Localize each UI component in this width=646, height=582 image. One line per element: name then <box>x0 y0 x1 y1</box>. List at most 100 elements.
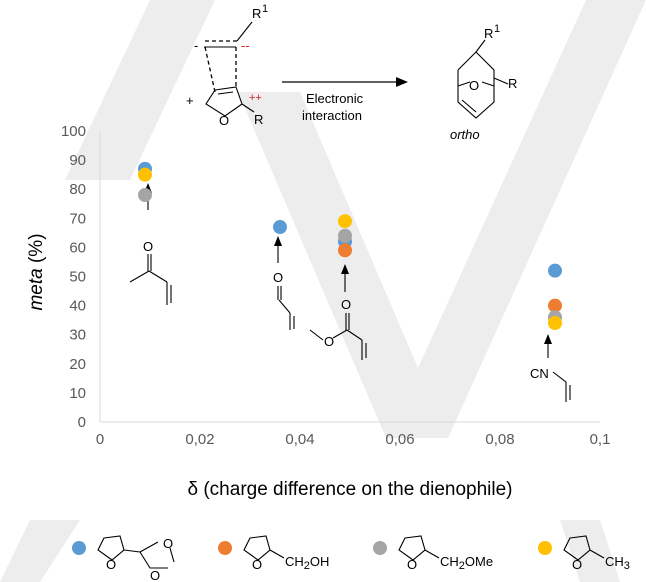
legend-ch2oh-bond <box>269 549 285 559</box>
scheme-product-r1-bond <box>475 39 486 53</box>
data-point <box>338 243 352 258</box>
mvk-methyl-bond <box>129 270 150 283</box>
y-tick-label: 80 <box>69 181 86 198</box>
scheme-product-r: R <box>508 76 517 91</box>
legend-dioxolane-o-2: O <box>150 568 160 582</box>
scheme-minus-red: -- <box>241 38 250 53</box>
scheme-furan-inner-bond <box>217 91 234 95</box>
data-point <box>548 316 562 331</box>
scheme-plus-red: ++ <box>249 92 262 104</box>
legend-furan-ring-3 <box>398 535 426 561</box>
legend-marker-blue <box>72 541 86 555</box>
y-tick-label: 50 <box>69 269 86 286</box>
data-point <box>138 167 152 182</box>
mvk-o: O <box>143 239 153 254</box>
legend-ch2ome-ch: CH <box>440 554 459 569</box>
y-tick-label: 40 <box>69 298 86 315</box>
legend-ch3-ch: CH <box>605 554 624 569</box>
acrylonitrile-arrow-head <box>544 334 552 344</box>
scheme-r1-sup: 1 <box>262 3 268 15</box>
scheme-arrow-head <box>396 77 408 87</box>
acrylate-c-c-bond <box>346 329 363 341</box>
legend-ch2ome-bond <box>424 549 440 559</box>
legend-ch2oh-oh: OH <box>310 554 330 569</box>
y-tick-label: 90 <box>69 152 86 169</box>
legend-item-ch2ome: O CH2OMe <box>373 535 493 572</box>
acrylate-o-ester: O <box>324 334 334 349</box>
y-tick-label: 20 <box>69 356 86 373</box>
scheme-product-r1: R <box>484 26 493 41</box>
y-tick-label: 0 <box>78 414 86 431</box>
scheme-product-r-bond <box>493 77 509 85</box>
data-point <box>338 214 352 229</box>
legend-dioxolane-ring <box>139 551 168 569</box>
scheme-r: R <box>254 112 263 127</box>
legend-furan-o-3: O <box>407 557 417 572</box>
legend-dioxolane-bond <box>123 549 141 553</box>
dienophile-methyl-acrylate: O O <box>309 264 367 360</box>
y-axis-title: meta (%) <box>26 233 47 310</box>
x-tick-label: 0,06 <box>385 431 414 448</box>
watermark-stroke-5 <box>560 520 620 582</box>
reaction-scheme: R 1 - -- O R + ++ Electronic interaction <box>186 3 517 142</box>
legend-ch2ome-ome: OMe <box>465 554 493 569</box>
legend-dioxolane-ring-2 <box>139 541 159 553</box>
y-axis-title-rest: (%) <box>26 233 47 268</box>
scheme-product-r1-sup: 1 <box>494 23 500 35</box>
y-tick-label: 10 <box>69 385 86 402</box>
acrylate-o-carbonyl: O <box>341 297 351 312</box>
y-tick-label: 60 <box>69 239 86 256</box>
y-tick-label: 70 <box>69 210 86 227</box>
x-tick-label: 0,04 <box>285 431 314 448</box>
scheme-r-bond <box>241 103 255 113</box>
acrylate-ester-bond <box>332 329 348 339</box>
acrolein-o: O <box>273 270 283 285</box>
legend-furan-o-4: O <box>572 557 582 572</box>
legend-ch3-bond <box>589 549 605 559</box>
acrylate-methyl-bond <box>309 329 324 341</box>
legend-dioxolane-ring-3 <box>169 547 175 563</box>
data-point <box>548 263 562 278</box>
data-point <box>338 228 352 243</box>
legend-ch2ome-sub: 2 <box>459 560 465 572</box>
dienophile-acrylonitrile: CN <box>530 334 571 402</box>
legend-furan-ring-4 <box>563 535 591 561</box>
x-tick-label: 0,08 <box>485 431 514 448</box>
y-axis-title-italic: meta <box>26 268 47 310</box>
legend-furan-ring-2 <box>243 535 271 561</box>
legend: O O O O CH2OH O CH2OMe <box>72 535 630 582</box>
legend-marker-yellow <box>538 541 552 555</box>
scheme-product-o: O <box>469 78 479 93</box>
series-1 <box>338 243 562 313</box>
watermark-stroke-1 <box>65 0 215 180</box>
legend-ch2oh-ch: CH <box>285 554 304 569</box>
legend-furan-ring-1 <box>97 535 125 561</box>
legend-ch3-sub: 3 <box>624 560 630 572</box>
legend-dioxolane-o-1: O <box>163 536 173 551</box>
scheme-product-bridge-right <box>481 81 495 87</box>
data-points <box>138 161 562 331</box>
data-point <box>138 188 152 203</box>
acrolein-c-c-bond <box>278 299 291 314</box>
legend-furan-o-1: O <box>106 557 116 572</box>
data-point <box>548 298 562 313</box>
scheme-minus: - <box>194 38 198 53</box>
scheme-r1: R <box>252 6 261 21</box>
scheme-furan-o: O <box>219 113 229 128</box>
y-tick-label: 100 <box>61 123 86 140</box>
legend-ch2oh-sub: 2 <box>304 560 310 572</box>
acrylate-arrow-head <box>341 264 349 274</box>
scheme-r1-bond <box>236 21 253 42</box>
x-tick-label: 0,1 <box>590 431 611 448</box>
plot-axes <box>99 131 600 423</box>
legend-ch2ome-label: CH2OMe <box>440 554 493 572</box>
legend-ch2oh-label: CH2OH <box>285 554 329 572</box>
y-tick-label: 30 <box>69 327 86 344</box>
x-tick-label: 0 <box>96 431 104 448</box>
y-tick-labels: 0 10 20 30 40 50 60 70 80 90 100 <box>61 123 86 431</box>
dienophile-acrolein: O <box>273 236 295 330</box>
x-axis-title: δ (charge difference on the dienophile) <box>188 479 513 500</box>
